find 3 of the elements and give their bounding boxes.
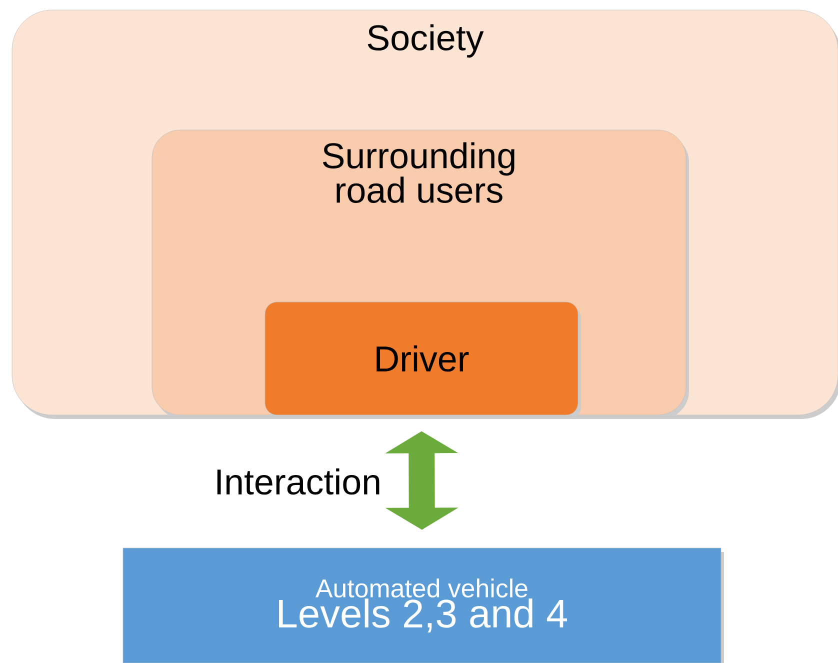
- vehicle-box: Automated vehicle Levels 2,3 and 4: [122, 548, 724, 663]
- driver-box: Driver: [264, 302, 581, 419]
- edge-label: Interaction: [217, 468, 380, 495]
